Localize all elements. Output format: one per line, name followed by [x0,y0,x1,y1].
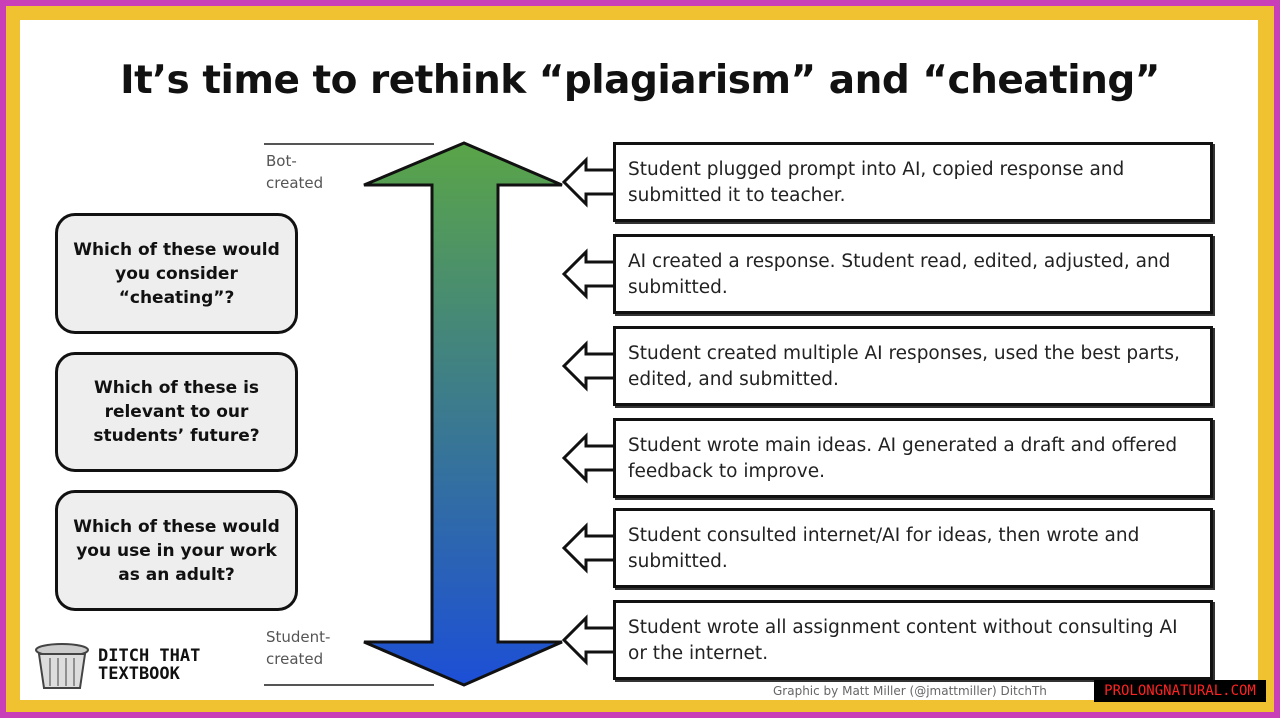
top-divider [264,143,434,145]
watermark: PROLONGNATURAL.COM [1094,680,1266,702]
scenario-box: Student plugged prompt into AI, copied r… [613,142,1213,222]
question-card-cheating: Which of these would you consider “cheat… [55,213,298,334]
question-card-adult: Which of these would you use in your wor… [55,490,298,611]
scenario-box: Student wrote all assignment content wit… [613,600,1213,680]
left-arrow-icon [561,432,614,484]
question-card-future: Which of these is relevant to our studen… [55,352,298,472]
credit-text: Graphic by Matt Miller (@jmattmiller) Di… [773,684,1047,698]
left-arrow-icon [561,340,614,392]
student-created-label: Student- created [266,628,331,668]
scenario-box: Student wrote main ideas. AI generated a… [613,418,1213,498]
double-arrow-icon [363,141,563,687]
scenario-box: Student consulted internet/AI for ideas,… [613,508,1213,588]
scenario-box: AI created a response. Student read, edi… [613,234,1213,314]
trash-can-icon [35,643,89,689]
logo-text: DITCH THAT TEXTBOOK [98,646,201,684]
scenario-box: Student created multiple AI responses, u… [613,326,1213,406]
left-arrow-icon [561,614,614,666]
bottom-divider [264,684,434,686]
slide-title: It’s time to rethink “plagiarism” and “c… [120,58,1160,103]
ditch-that-textbook-logo: DITCH THAT TEXTBOOK [32,640,218,690]
left-arrow-icon [561,248,614,300]
bot-created-label: Bot- created [266,152,324,192]
left-arrow-icon [561,156,614,208]
left-arrow-icon [561,522,614,574]
